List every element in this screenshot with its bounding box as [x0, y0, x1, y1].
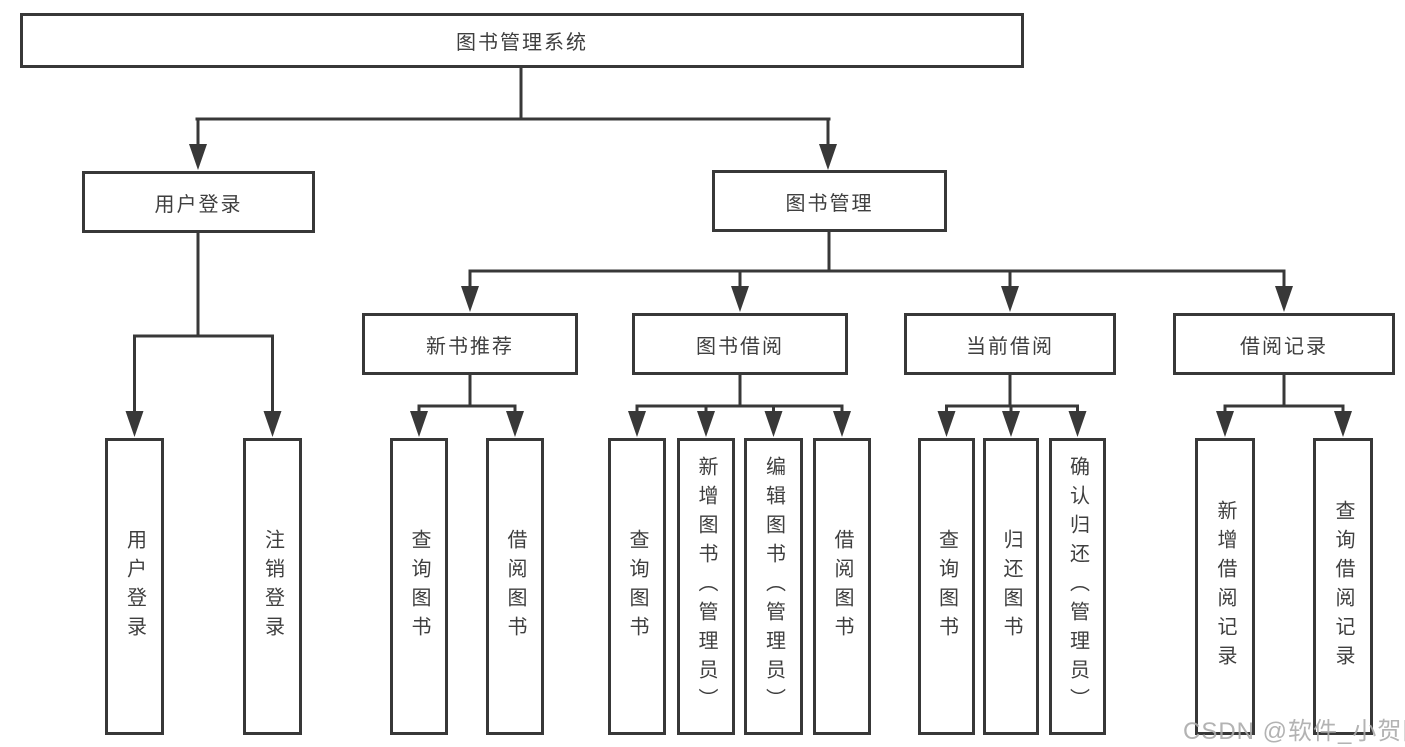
node-query-borrow-record: 查询借阅记录 — [1313, 438, 1373, 735]
node-current-borrowing: 当前借阅 — [904, 313, 1116, 375]
node-label: 归还图书 — [1000, 528, 1022, 645]
node-label: 新增借阅记录 — [1214, 499, 1236, 674]
node-label: 注销登录 — [261, 528, 284, 645]
node-book-management: 图书管理 — [712, 170, 947, 232]
node-borrow-books-2: 借阅图书 — [813, 438, 871, 735]
node-label: 编辑图书（管理员） — [762, 456, 785, 717]
node-label: 新增图书（管理员） — [695, 456, 717, 717]
node-confirm-return-admin: 确认归还（管理员） — [1049, 438, 1106, 735]
node-label: 借阅图书 — [504, 528, 526, 645]
node-label: 图书管理系统 — [456, 32, 588, 54]
node-label: 查询图书 — [408, 528, 430, 645]
node-add-borrow-record: 新增借阅记录 — [1195, 438, 1255, 735]
node-label: 图书借阅 — [696, 335, 784, 358]
node-return-books: 归还图书 — [983, 438, 1039, 735]
node-logout-action: 注销登录 — [243, 438, 302, 735]
node-query-books: 查询图书 — [390, 438, 448, 735]
node-borrow-books: 借阅图书 — [486, 438, 544, 735]
node-label: 借阅记录 — [1240, 335, 1328, 358]
node-query-books-3: 查询图书 — [918, 438, 975, 735]
node-label: 图书管理 — [785, 192, 874, 215]
node-label: 查询借阅记录 — [1332, 499, 1354, 674]
watermark-text: CSDN @软件_小贺同学 — [1183, 718, 1405, 745]
node-label: 新书推荐 — [426, 335, 514, 358]
node-library-management-system: 图书管理系统 — [20, 13, 1024, 68]
node-user-login: 用户登录 — [82, 171, 315, 233]
node-label: 查询图书 — [626, 528, 648, 645]
arrowhead-icons — [125, 144, 1352, 437]
node-new-book-recommendation: 新书推荐 — [362, 313, 578, 375]
node-add-books-admin: 新增图书（管理员） — [677, 438, 735, 735]
node-label: 用户登录 — [154, 193, 243, 216]
node-label: 用户登录 — [123, 528, 146, 645]
node-label: 当前借阅 — [966, 335, 1054, 358]
node-label: 确认归还（管理员） — [1066, 456, 1089, 717]
node-borrowing-records: 借阅记录 — [1173, 313, 1395, 375]
node-user-login-action: 用户登录 — [105, 438, 164, 735]
node-query-books-2: 查询图书 — [608, 438, 666, 735]
node-edit-books-admin: 编辑图书（管理员） — [744, 438, 803, 735]
node-label: 借阅图书 — [831, 528, 853, 645]
node-book-borrowing: 图书借阅 — [632, 313, 848, 375]
node-label: 查询图书 — [935, 528, 958, 645]
